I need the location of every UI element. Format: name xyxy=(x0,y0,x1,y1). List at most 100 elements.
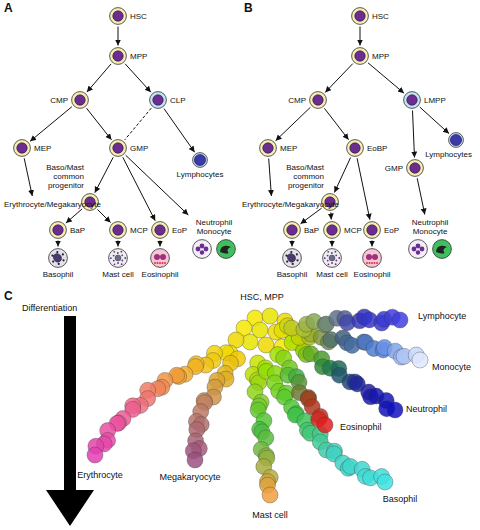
cell-nucleus xyxy=(194,154,205,165)
cell-label: MCP xyxy=(344,226,362,235)
cell-label: CMP xyxy=(288,96,306,105)
granule xyxy=(376,262,378,264)
cell-body xyxy=(284,222,301,239)
cell-drawing xyxy=(322,248,342,268)
granule xyxy=(327,255,329,257)
cell-nucleus xyxy=(355,51,365,61)
branch-label: Megakaryocyte xyxy=(159,472,220,482)
cell-node: HSC xyxy=(109,7,127,25)
lineage-arrow xyxy=(125,108,152,140)
lineage-arrow xyxy=(97,209,110,222)
cell-body xyxy=(109,249,128,268)
cell-node: LMPP xyxy=(403,91,421,109)
cell-state-dot xyxy=(262,487,278,503)
cell-label: HSC xyxy=(130,12,147,21)
lineage-arrow xyxy=(58,241,59,247)
cell-drawing xyxy=(351,47,369,65)
cell-nucleus xyxy=(420,247,425,252)
lineage-arrow xyxy=(301,208,322,224)
lineage-arrow xyxy=(368,63,404,93)
cell-drawing xyxy=(309,91,327,109)
cell-nucleus xyxy=(372,254,378,260)
cell-label: Mast cell xyxy=(102,270,134,279)
granule xyxy=(371,262,373,264)
cell-nucleus xyxy=(325,197,335,207)
cell-drawing xyxy=(149,91,167,109)
cell-label: Basophil xyxy=(277,270,308,279)
lineage-arrow xyxy=(123,157,155,220)
cell-node: Mast cell xyxy=(108,248,128,268)
lineage-arrow xyxy=(417,178,425,214)
cell-nucleus xyxy=(327,225,337,235)
cell-pair xyxy=(190,237,238,261)
lineage-arrow xyxy=(66,209,82,223)
cell-label: Lymphocytes xyxy=(177,170,224,179)
branch-label: Basophil xyxy=(383,494,418,504)
cell-state-dot xyxy=(392,312,408,328)
cell-drawing xyxy=(109,7,127,25)
lineage-arrow xyxy=(276,107,311,140)
granule xyxy=(335,263,337,265)
cell-label: Baso/Mast common progenitor xyxy=(38,163,84,190)
cell-body xyxy=(217,240,236,259)
granule xyxy=(164,262,166,264)
cell-node: MEP xyxy=(13,139,31,157)
cell-node: Basophil xyxy=(282,248,302,268)
cell-state-dot xyxy=(387,402,403,418)
granule xyxy=(324,257,326,259)
cell-nucleus xyxy=(410,163,420,173)
panel-letter: B xyxy=(244,2,253,15)
cell-nucleus xyxy=(160,254,166,260)
lineage-arrow xyxy=(330,213,332,220)
granule xyxy=(290,251,292,253)
cell-node: Basophil xyxy=(48,248,68,268)
cell-nucleus xyxy=(355,11,365,21)
lineage-arrow xyxy=(413,111,415,158)
cell-drawing xyxy=(363,221,381,239)
cell-label: GMP xyxy=(385,164,403,173)
lineage-arrow xyxy=(324,108,348,139)
cell-state-dot xyxy=(412,352,428,368)
granule xyxy=(331,262,333,264)
granule xyxy=(121,260,123,262)
granule xyxy=(285,255,287,257)
cell-state-dot xyxy=(87,447,103,463)
lineage-arrow xyxy=(30,107,72,142)
cell-nucleus xyxy=(220,246,231,254)
cell-state-dot xyxy=(377,474,393,490)
cell-body xyxy=(260,140,277,157)
cell-body xyxy=(49,249,68,268)
granule xyxy=(121,263,123,265)
differentiation-arrow xyxy=(46,316,94,526)
cell-nucleus xyxy=(113,225,123,235)
granule xyxy=(58,263,60,265)
cell-body xyxy=(193,240,212,259)
cell-node: HSC xyxy=(351,7,369,25)
cell-label: MEP xyxy=(280,144,297,153)
cell-drawing xyxy=(108,248,128,268)
cell-nucleus xyxy=(263,143,273,153)
granule xyxy=(331,252,333,254)
cell-node: EoP xyxy=(151,221,169,239)
lineage-arrow xyxy=(360,27,361,46)
cell-nucleus xyxy=(196,247,201,252)
cell-body xyxy=(363,249,382,268)
cell-drawing xyxy=(323,221,341,239)
cell-drawing xyxy=(13,139,31,157)
cell-node: BaP xyxy=(49,221,67,239)
granule xyxy=(114,263,116,265)
cell-drawing xyxy=(48,248,68,268)
cell-nucleus xyxy=(17,143,27,153)
granule xyxy=(113,260,115,262)
cell-nucleus xyxy=(366,254,372,260)
lineage-arrow xyxy=(95,157,113,192)
cell-body xyxy=(364,222,381,239)
granule xyxy=(62,259,64,261)
lineage-arrow xyxy=(420,107,449,134)
cell-group: Neutrophil Monocyte xyxy=(189,216,239,263)
granule xyxy=(338,257,340,259)
cell-label: Erythrocyte/Megakaryocyte xyxy=(4,200,64,209)
cell-label-node: Erythrocyte/Megakaryocyte xyxy=(241,198,303,211)
lineage-arrow xyxy=(126,155,189,215)
cell-nucleus xyxy=(313,95,323,105)
